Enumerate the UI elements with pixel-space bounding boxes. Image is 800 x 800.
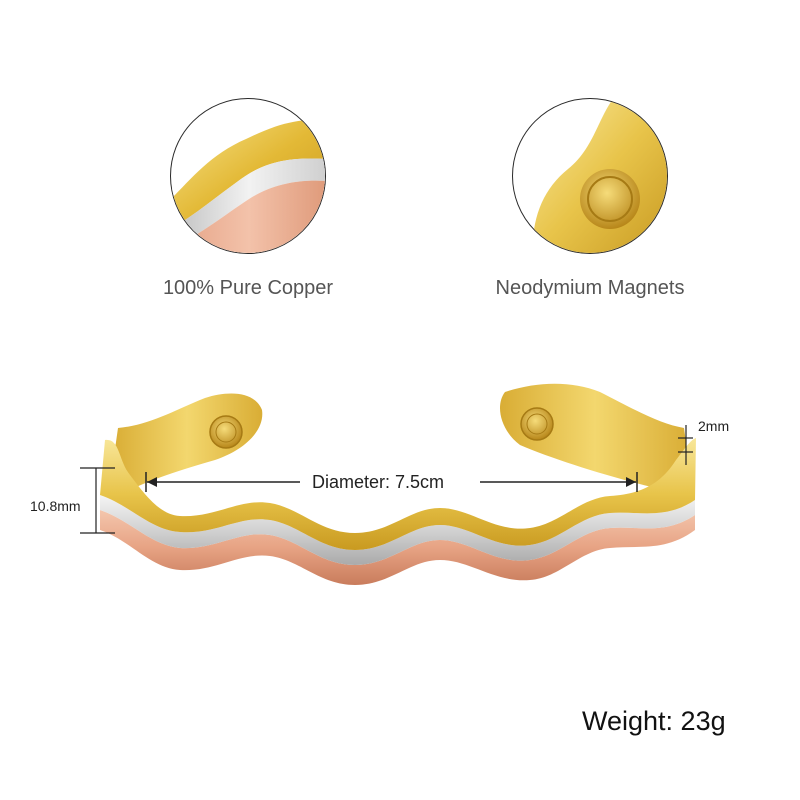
diameter-arrow	[145, 472, 638, 492]
copper-caption: 100% Pure Copper	[162, 277, 334, 299]
magnet-left-icon	[209, 415, 243, 449]
copper-layers-closeup-icon	[171, 119, 325, 253]
magnet-right-icon	[520, 407, 554, 441]
magnet-closeup-circle	[512, 98, 668, 254]
bracelet-right-end	[500, 383, 690, 492]
thickness-label: 2mm	[698, 418, 730, 434]
copper-closeup-circle	[170, 98, 326, 254]
bracelet-left-end	[112, 393, 263, 490]
weight-label: Weight: 23g	[582, 706, 726, 736]
diameter-label: Diameter: 7.5cm	[306, 472, 451, 493]
thickness-dimension	[678, 425, 693, 465]
magnet-caption: Neodymium Magnets	[495, 277, 685, 299]
magnet-closeup-icon	[532, 99, 667, 253]
bracelet-gold-band	[100, 438, 696, 550]
height-dimension	[80, 467, 115, 534]
height-label: 10.8mm	[30, 498, 81, 514]
bracelet-rose-band	[100, 510, 695, 585]
bracelet-silver-band	[100, 495, 695, 565]
